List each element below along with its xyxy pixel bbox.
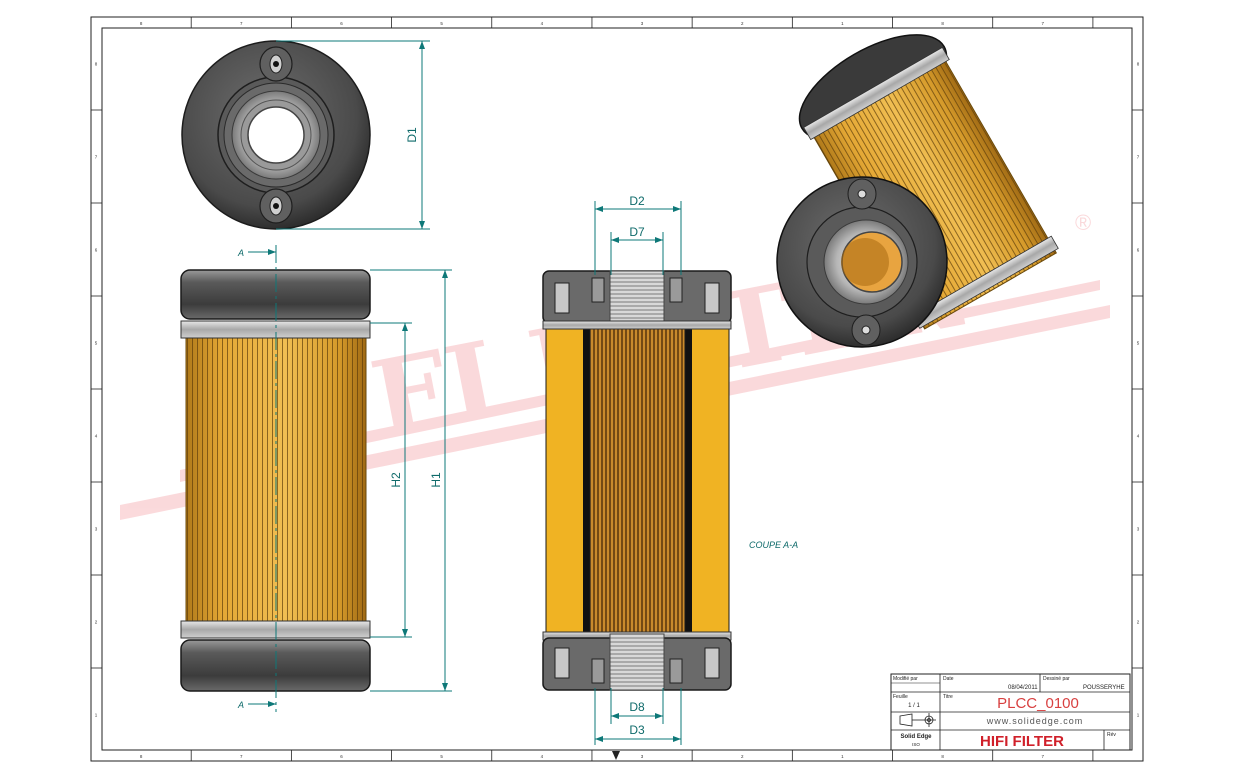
iso-lug-bottom-hole xyxy=(861,325,871,335)
end-cap-bore xyxy=(247,106,305,164)
frame-zone-label: 3 xyxy=(95,527,98,532)
tb-label-drawn-by: Dessiné par xyxy=(1043,676,1070,682)
dimension-h1-label: H1 xyxy=(429,472,443,488)
dimension-d8 xyxy=(610,688,664,724)
section-right-black-strip xyxy=(685,327,692,634)
frame-zone-label: 2 xyxy=(741,21,744,26)
section-left-black-strip xyxy=(583,327,590,634)
frame-zone-label: 8 xyxy=(140,21,143,26)
title-block: Modifié par Date Dessiné par 08/04/2011 … xyxy=(890,673,1131,751)
frame-zone-label: 5 xyxy=(95,341,98,346)
dimension-d8-label: D8 xyxy=(629,700,645,714)
iso-pleat-lines xyxy=(809,53,1057,329)
dimension-d3-label: D3 xyxy=(629,723,645,737)
tb-label-author: Modifié par xyxy=(893,676,918,682)
dimension-h1 xyxy=(370,269,452,692)
frame-zone-label: 4 xyxy=(541,754,544,759)
projection-symbol-icon xyxy=(899,713,936,727)
section-marker-top-label: A xyxy=(237,248,244,258)
tb-software-sub: ISO xyxy=(912,742,920,747)
frame-zone-label: 2 xyxy=(741,754,744,759)
center-arrow-bottom xyxy=(612,751,620,760)
dimension-h2-label: H2 xyxy=(389,472,403,488)
section-right-media xyxy=(688,326,730,635)
tb-part-number: PLCC_0100 xyxy=(997,695,1079,712)
frame-zone-markers: 8 8 7 7 6 6 5 5 4 4 3 3 2 2 1 1 8 8 7 7 8 8 7 7 6 6 5 5 4 4 3 3 2 2 1 1 xyxy=(91,17,1143,761)
section-markers xyxy=(248,249,276,707)
section-top-bore xyxy=(609,270,665,328)
dimension-d7-label: D7 xyxy=(629,225,645,239)
dimension-d3 xyxy=(594,688,682,745)
frame-zone-label: 1 xyxy=(841,21,844,26)
frame-zone-label: 5 xyxy=(1137,341,1140,346)
dimension-d2 xyxy=(594,201,682,275)
tb-label-date: Date xyxy=(943,676,954,682)
iso-lug-top-hole xyxy=(857,189,867,199)
frame-zone-label: 3 xyxy=(641,21,644,26)
frame-zone-label: 2 xyxy=(1137,620,1140,625)
section-view-a-a xyxy=(542,270,732,691)
tb-company: HIFI FILTER xyxy=(980,733,1064,750)
iso-band xyxy=(803,46,950,141)
frame-zone-label: 6 xyxy=(340,754,343,759)
frame-zone-label: 1 xyxy=(1137,713,1140,718)
frame-zone-label: 1 xyxy=(95,713,98,718)
section-seal-details xyxy=(554,277,720,684)
frame-zone-label: 4 xyxy=(1137,434,1140,439)
watermark-registered: ® xyxy=(1075,210,1091,235)
frame-zone-label: 8 xyxy=(941,21,944,26)
tb-website: www.solidedge.com xyxy=(986,716,1084,726)
end-cap-lug-top-hole xyxy=(273,61,279,67)
tb-sheet-value: 1 / 1 xyxy=(908,703,920,709)
dimension-d7 xyxy=(610,232,664,275)
section-marker-bottom-label: A xyxy=(237,700,244,710)
section-left-media xyxy=(545,326,587,635)
frame-zone-label: 1 xyxy=(841,754,844,759)
frame-zone-label: 7 xyxy=(1137,155,1140,160)
tb-software: Solid Edge xyxy=(900,734,932,740)
frame-zone-label: 8 xyxy=(1137,62,1140,67)
frame-zone-label: 6 xyxy=(95,248,98,253)
frame-zone-label: 8 xyxy=(140,754,143,759)
dimension-h2 xyxy=(370,322,412,638)
frame-zone-label: 2 xyxy=(95,620,98,625)
frame-zone-label: 6 xyxy=(340,21,343,26)
frame-zone-label: 8 xyxy=(95,62,98,67)
frame-zone-label: 3 xyxy=(1137,527,1140,532)
end-cap-lug-bottom-hole xyxy=(273,203,279,209)
frame-zone-label: 5 xyxy=(440,754,443,759)
dimension-d2-label: D2 xyxy=(629,194,645,208)
frame-zone-label: 4 xyxy=(95,434,98,439)
tb-label-title: Titre xyxy=(943,694,953,700)
section-top-band xyxy=(542,320,732,330)
frame-zone-label: 7 xyxy=(95,155,98,160)
section-center-pleats xyxy=(589,326,686,635)
frame-zone-label: 7 xyxy=(1042,754,1045,759)
top-view-end-cap xyxy=(181,40,371,230)
tb-label-sheet: Feuille xyxy=(893,694,908,700)
tb-drawn-by-value: POUSSERYHE xyxy=(1083,685,1125,691)
frame-zone-label: 7 xyxy=(240,21,243,26)
section-bottom-bore xyxy=(609,633,665,691)
isometric-view-cartridge xyxy=(776,34,1059,348)
frame-zone-label: 7 xyxy=(1042,21,1045,26)
frame-zone-label: 8 xyxy=(941,754,944,759)
front-view-cartridge xyxy=(180,245,371,712)
frame-zone-label: 3 xyxy=(641,754,644,759)
tb-date-value: 08/04/2011 xyxy=(1008,685,1038,691)
frame-zone-label: 4 xyxy=(541,21,544,26)
dimension-d1 xyxy=(276,40,430,230)
dimension-d1-label: D1 xyxy=(405,127,419,143)
frame-zone-label: 5 xyxy=(440,21,443,26)
iso-bore-shadow xyxy=(841,238,889,286)
tb-label-revision: Rév xyxy=(1107,732,1116,738)
frame-zone-label: 6 xyxy=(1137,248,1140,253)
frame-zone-label: 7 xyxy=(240,754,243,759)
section-caption: COUPE A-A xyxy=(749,540,798,550)
drawing-frame: 8 8 7 7 6 6 5 5 4 4 3 3 2 2 1 1 8 8 7 7 8 8 7 7 6 6 5 5 4 4 3 3 2 2 1 1 xyxy=(90,16,1144,762)
